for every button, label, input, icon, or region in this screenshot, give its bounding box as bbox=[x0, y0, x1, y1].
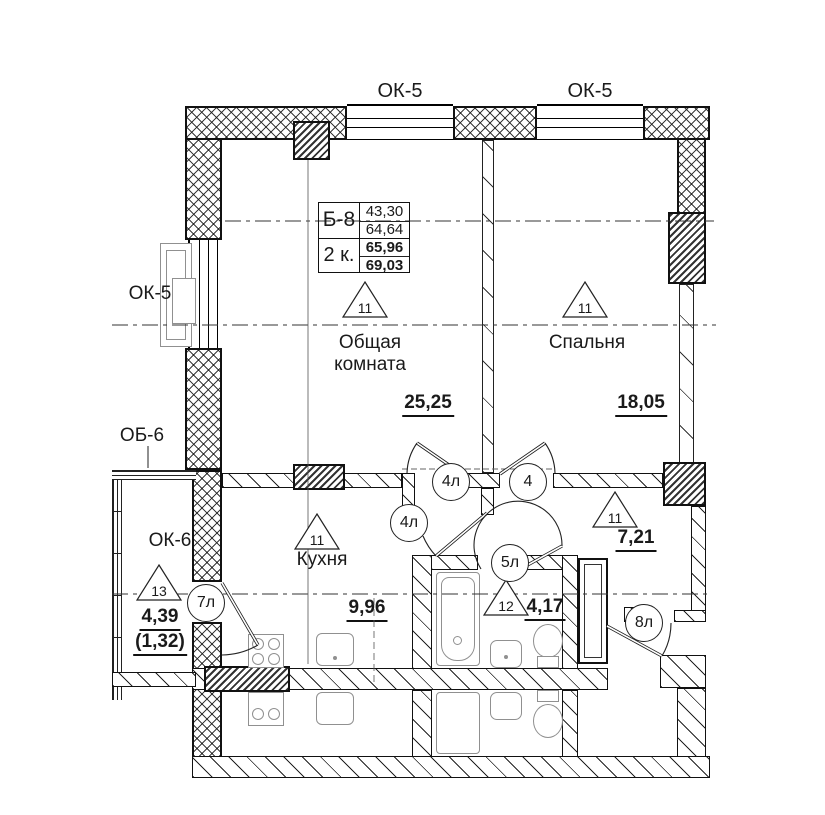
column-top-center bbox=[293, 121, 330, 160]
wall-right-thin bbox=[679, 284, 694, 464]
door-mark-entrance: 8л bbox=[625, 604, 663, 642]
window-label-top-left: ОК-5 bbox=[377, 80, 423, 102]
bedroom-area: 18,05 bbox=[615, 392, 667, 417]
living-room-name: Общая комната bbox=[334, 332, 406, 376]
side-window-casement-icon bbox=[172, 278, 196, 324]
wall-top-right-corner bbox=[643, 106, 710, 140]
stamp-area-2: 64,64 bbox=[360, 220, 409, 238]
stamp-area-1: 43,30 bbox=[365, 203, 404, 220]
wall-top-pier bbox=[453, 106, 537, 140]
burner-icon bbox=[268, 653, 280, 665]
separator-stub-mid bbox=[462, 473, 500, 488]
entrance-jamb-right bbox=[674, 610, 706, 622]
wall-below-entrance bbox=[660, 655, 706, 688]
wall-right-bottom bbox=[677, 688, 706, 758]
balcony-area-secondary: (1,32) bbox=[133, 631, 187, 656]
balcony-glazing-top bbox=[112, 470, 196, 480]
door-mark-bedroom: 4 bbox=[509, 463, 547, 501]
pilaster-right-1 bbox=[668, 212, 706, 284]
burner-icon bbox=[268, 708, 280, 720]
living-room-name-line1: Общая bbox=[338, 332, 402, 353]
room-number-balcony: 13 bbox=[151, 583, 167, 599]
burner-icon bbox=[252, 653, 264, 665]
vent-shaft-inner bbox=[584, 564, 602, 658]
wall-bottom-band bbox=[192, 668, 608, 690]
stamp-divider-horizontal bbox=[319, 237, 409, 239]
partition-living-bedroom bbox=[482, 140, 494, 473]
balcony-window-label: ОК-6 bbox=[148, 530, 192, 551]
balcony-area: 4,39 bbox=[139, 606, 181, 631]
door-mark-living: 4л bbox=[432, 463, 470, 501]
hall-area: 7,21 bbox=[615, 527, 657, 552]
wall-kitchen-left-c bbox=[192, 688, 222, 758]
separator-block bbox=[293, 464, 345, 490]
mirrored-kitchen-sink-icon bbox=[316, 692, 354, 725]
bath-sink-drain-icon bbox=[504, 655, 508, 659]
wall-separator-right bbox=[553, 473, 663, 488]
mirrored-bath-sink-icon bbox=[490, 692, 522, 720]
door-mark-bathroom: 5л bbox=[491, 544, 529, 582]
room-number-hall: 11 bbox=[607, 510, 623, 526]
wall-bath-left-below bbox=[412, 690, 432, 758]
wall-right-upper bbox=[677, 138, 706, 214]
window-top-right bbox=[537, 104, 643, 140]
kitchen-sink-drain-icon bbox=[333, 656, 337, 660]
bath-sink-icon bbox=[490, 640, 522, 668]
bathroom-area: 4,17 bbox=[524, 596, 566, 621]
bathtub-inner-icon bbox=[441, 577, 475, 661]
window-top-left bbox=[347, 104, 453, 140]
kitchen-sink-icon bbox=[316, 633, 354, 666]
room-marker-living: 11 bbox=[342, 281, 388, 319]
stamp-area-3: 65,96 bbox=[365, 238, 404, 256]
stamp-unit: Б-8 bbox=[322, 208, 356, 231]
window-label-side: ОК-5 bbox=[128, 283, 172, 304]
bedroom-name: Спальня bbox=[548, 332, 626, 353]
wall-bottom-edge bbox=[192, 756, 710, 778]
mirrored-toilet-bowl-icon bbox=[533, 704, 563, 738]
balcony-glazing-left bbox=[112, 470, 122, 700]
title-block: Б-8 2 к. 43,30 64,64 65,96 69,03 bbox=[318, 202, 410, 274]
kitchen-area: 9,96 bbox=[346, 597, 388, 622]
kitchen-name: Кухня bbox=[296, 549, 348, 570]
stamp-unit-type: 2 к. bbox=[323, 243, 355, 266]
toilet-bowl-icon bbox=[533, 624, 563, 658]
room-number-living: 11 bbox=[357, 300, 373, 316]
living-room-name-line2: комната bbox=[334, 354, 406, 375]
bathtub-drain-icon bbox=[453, 636, 462, 645]
burner-icon bbox=[252, 638, 264, 650]
wall-left-upper bbox=[185, 138, 222, 240]
lintel-block bbox=[204, 666, 290, 692]
room-marker-balcony: 13 bbox=[136, 564, 182, 602]
living-room-area: 25,25 bbox=[402, 392, 454, 417]
room-number-bedroom: 11 bbox=[577, 300, 593, 316]
window-label-top-right: ОК-5 bbox=[567, 80, 613, 102]
stamp-area-4: 69,03 bbox=[360, 256, 409, 274]
pilaster-right-2 bbox=[663, 462, 706, 506]
burner-icon bbox=[252, 708, 264, 720]
burner-icon bbox=[268, 638, 280, 650]
room-marker-hall: 11 bbox=[592, 491, 638, 529]
toilet-tank-icon bbox=[537, 656, 559, 668]
room-marker-bathroom: 12 bbox=[483, 579, 529, 617]
balcony-partition-bottom bbox=[112, 672, 196, 687]
wall-hall-right bbox=[691, 506, 706, 612]
room-marker-bedroom: 11 bbox=[562, 281, 608, 319]
door-mark-kitchen: 4л bbox=[390, 504, 428, 542]
room-marker-kitchen: 11 bbox=[294, 513, 340, 551]
wall-bath-right bbox=[562, 555, 578, 688]
door-mark-balcony: 7л bbox=[187, 584, 225, 622]
wall-kitchen-left-a bbox=[192, 470, 222, 582]
room-number-bathroom: 12 bbox=[498, 598, 514, 614]
room-number-kitchen: 11 bbox=[309, 532, 325, 548]
wall-bath-left bbox=[412, 555, 432, 688]
wall-left-mid bbox=[185, 348, 222, 470]
wall-bath-right-below bbox=[562, 690, 578, 758]
mirrored-toilet-tank-icon bbox=[537, 690, 559, 702]
mirrored-bathtub-icon bbox=[436, 692, 480, 754]
balcony-door-label: ОБ-6 bbox=[119, 425, 165, 446]
